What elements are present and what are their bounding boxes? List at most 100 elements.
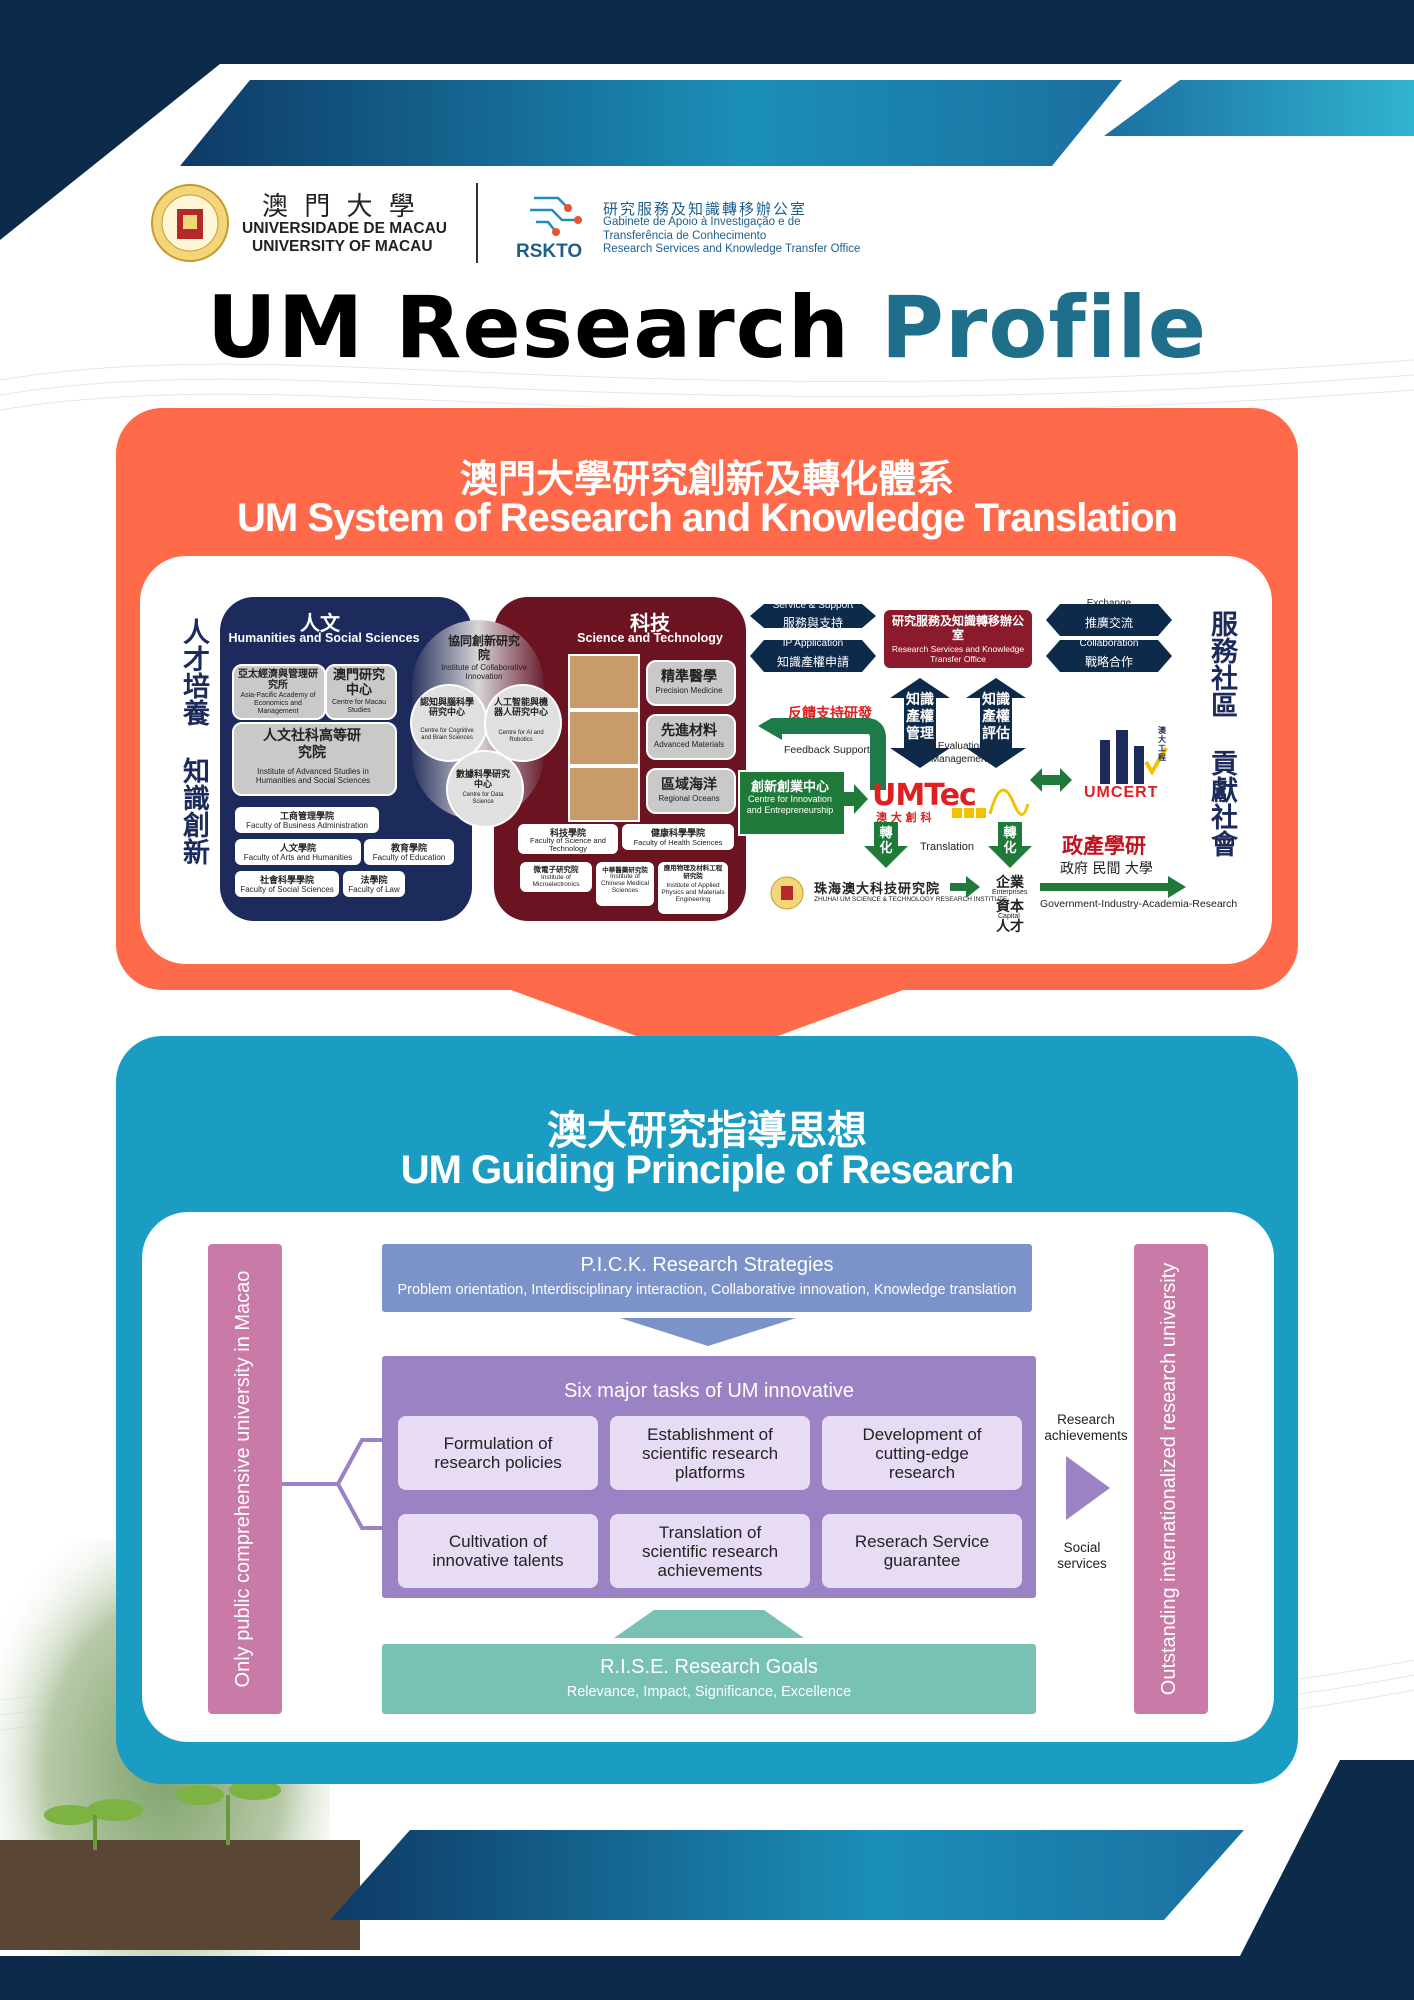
fac-fba-zh: 工商管理學院: [279, 812, 334, 822]
right-vertical-text: 服務社區 貢獻社會: [1206, 610, 1237, 857]
ici-centre-circle-3: [446, 750, 524, 828]
principle-title-en: UM Guiding Principle of Research: [400, 1148, 1015, 1192]
ip-eval-arrow: [966, 678, 1026, 768]
enterprise-zh: 企業: [996, 875, 1024, 891]
translation-label: Translation: [920, 841, 975, 853]
transform-label-2: 轉化: [1003, 826, 1017, 856]
rise-title: R.I.S.E. Research Goals: [600, 1656, 818, 1678]
task-item-3: Development of cutting-edge research: [822, 1416, 1022, 1490]
rskto-pt-2: Transferência de Conhecimento: [603, 230, 767, 242]
humanities-title-zh: 人文: [300, 611, 340, 635]
ici-centre-3-zh: 數據科學研究中心: [456, 770, 511, 790]
page-title-part1: UM Research: [206, 278, 850, 378]
collaboration-arrow: [1046, 640, 1172, 672]
ip-mgmt-arrow: [890, 678, 950, 768]
inst-ime-zh: 微電子研究院: [533, 865, 579, 874]
transform-arrow-2: [988, 822, 1032, 868]
lab-ro-zh: 區域海洋: [661, 777, 717, 793]
inst-icms: [596, 862, 654, 906]
social-services-label: Social services: [1057, 1540, 1107, 1571]
right-pillar-text: Outstanding internationalized research u…: [1158, 1262, 1180, 1696]
zhuhai-logo-icon: [770, 876, 804, 910]
inst-iapme: [658, 862, 728, 914]
pick-down-arrow: [620, 1318, 796, 1346]
exchange-zh: 推廣交流: [1084, 616, 1133, 630]
rskto-abbr: RSKTO: [516, 241, 583, 262]
ici-centre-circle-2: [484, 684, 562, 762]
capital-en: Capital: [998, 913, 1020, 920]
ip-application-en: IP Application: [782, 638, 844, 649]
fac-fah-en: Faculty of Arts and Humanities: [243, 853, 353, 862]
fac-fba-en: Faculty of Business Administration: [246, 821, 368, 830]
inst-icms-en: Institute of Chinese Medical Sciences: [600, 873, 650, 894]
hum-box-apaem: [232, 664, 326, 720]
left-pillar: [208, 1244, 282, 1714]
um-name-en: UNIVERSITY OF MACAU: [252, 238, 433, 255]
umcert-label: UMCERT: [1084, 784, 1159, 801]
cie-zh: 創新創業中心: [750, 780, 829, 795]
left-pillar-text: Only public comprehensive university in …: [232, 1270, 254, 1688]
rskto-box: [884, 610, 1032, 668]
rskto-zh: 研究服務及知識轉移辦公室: [603, 200, 808, 218]
gia-sub: 政府 民間 大學: [1060, 861, 1153, 877]
umtec-logo: UMTec: [872, 778, 977, 813]
fac-fed-zh: 教育學院: [390, 844, 427, 854]
report-image-1: [568, 654, 640, 710]
page-title: UM Research Profile: [0, 278, 1414, 378]
pick-box: [382, 1244, 1032, 1312]
system-title-en: UM System of Research and Knowledge Tran…: [237, 496, 1178, 540]
lab-am-zh: 先進材料: [661, 723, 717, 739]
rise-sub: Relevance, Impact, Significance, Excelle…: [566, 1684, 852, 1700]
umcert-zh: 澳大工程: [1158, 726, 1166, 762]
fac-fah-zh: 人文學院: [279, 844, 316, 854]
rskto-logo-icon: [528, 188, 584, 238]
service-support-en: Service & Support: [772, 600, 854, 611]
fac-fss-en: Faculty of Social Sciences: [240, 885, 334, 894]
lab-pm-zh: 精準醫學: [661, 669, 717, 685]
fac-fed-en: Faculty of Education: [372, 853, 446, 862]
ip-eval-label: 知識產權評估: [982, 692, 1010, 742]
fac-fed: [364, 839, 454, 865]
fac-fst: [518, 824, 618, 854]
fac-fll-zh: 法學院: [360, 876, 388, 886]
header-divider: [476, 183, 478, 263]
ip-application-arrow: [750, 640, 876, 672]
science-title-zh: 科技: [630, 611, 670, 635]
ici-centre-2-zh: 人工智能與機器人研究中心: [494, 698, 549, 718]
inst-icms-zh: 中華醫藥研究院: [602, 866, 648, 874]
ici-centre-1-zh: 認知與腦科學研究中心: [420, 698, 475, 718]
lab-am-en: Advanced Materials: [653, 740, 725, 749]
collaboration-zh: 戰略合作: [1084, 655, 1133, 669]
section-connector-arrow: [500, 986, 914, 1062]
hum-box-cms-en: Centre for Macau Studies: [331, 699, 387, 714]
um-name-pt: UNIVERSIDADE DE MACAU: [242, 220, 447, 237]
report-image-2: [568, 710, 640, 766]
principle-title-zh: 澳大研究指導思想: [547, 1108, 867, 1154]
fac-fst-en: Faculty of Science and Technology: [530, 836, 606, 853]
transform-label-1: 轉化: [879, 826, 893, 856]
report-image-3: [568, 766, 640, 822]
right-pillar: [1134, 1244, 1208, 1714]
umtec-umcert-arrow: [1030, 768, 1072, 792]
cie-arrow: [844, 784, 868, 814]
lab-advanced-materials: [646, 714, 736, 760]
lab-regional-oceans: [646, 768, 736, 814]
outcome-arrow: [1066, 1456, 1110, 1520]
hum-box-apaem-zh: 亞太經濟與管理研究所: [238, 669, 318, 691]
collaboration-en: Collaboration: [1079, 638, 1139, 649]
fac-fss: [235, 871, 339, 897]
hum-box-apaem-en: Asia-Pacific Academy of Economics and Ma…: [240, 692, 316, 715]
ici-en: Institute of Collaborative Innovation: [441, 663, 527, 681]
fac-fll-en: Faculty of Law: [348, 885, 400, 894]
ip-mgmt-label: 知識產權管理: [906, 692, 934, 742]
fac-fll: [343, 871, 405, 897]
science-title-en: Science and Technology: [577, 631, 723, 645]
left-vertical-text: 人才培養 知識創新: [178, 618, 209, 865]
fac-fah: [235, 839, 361, 865]
exchange-en: Exchange: [1086, 598, 1132, 609]
exchange-arrow: [1046, 604, 1172, 636]
feedback-arrow: [758, 712, 886, 790]
ici-centre-3-en: Centre for Data Science: [462, 792, 504, 805]
ici-centre-2-en: Centre for AI and Robotics: [498, 730, 544, 743]
rise-box: [382, 1644, 1036, 1714]
